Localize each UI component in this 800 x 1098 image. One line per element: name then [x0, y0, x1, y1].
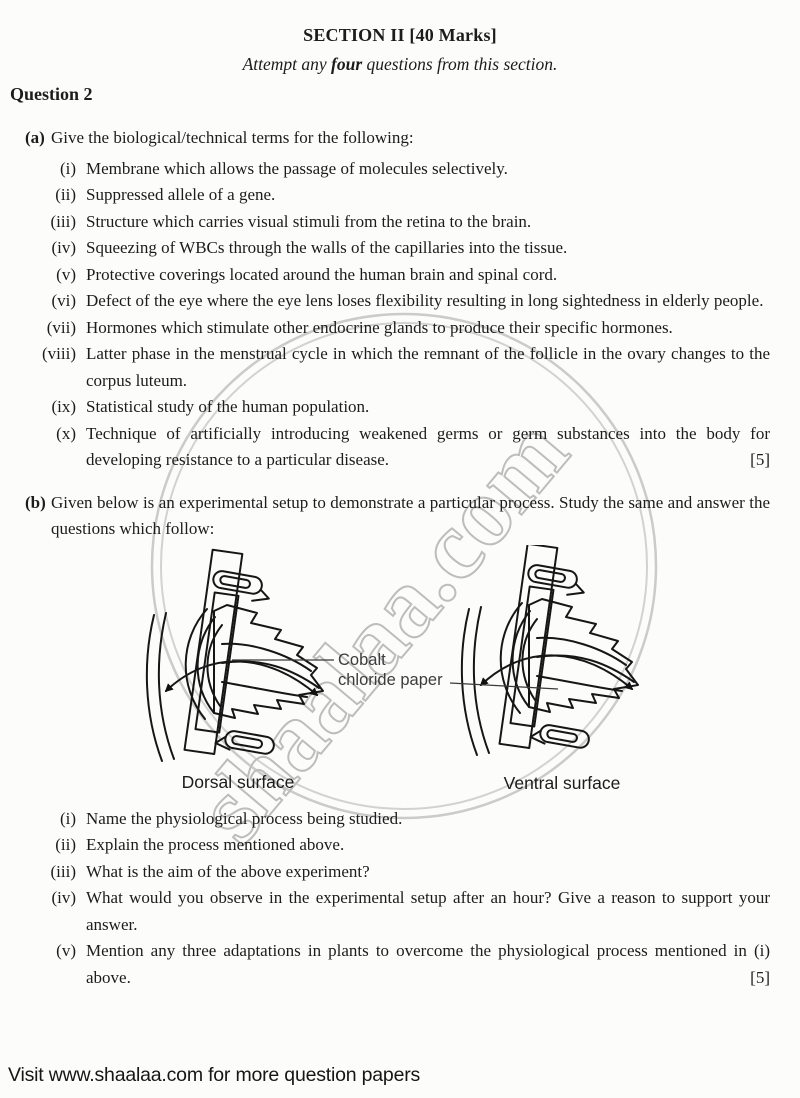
marks-badge: [5] [750, 450, 770, 469]
item-number: (iii) [50, 861, 77, 881]
item-text: Name the physiological process being stu… [86, 808, 403, 828]
question-item: (iv) What would you observe in the exper… [25, 885, 770, 938]
question-list-a: (i) Membrane which allows the passage of… [25, 156, 770, 474]
item-number: (iv) [51, 888, 76, 907]
question-item: (i) Membrane which allows the passage of… [25, 156, 770, 183]
item-text: What would you observe in the experiment… [86, 888, 770, 934]
instruction-suffix: questions from this section. [362, 54, 558, 74]
item-text: Latter phase in the menstrual cycle in w… [86, 344, 770, 390]
item-text: Statistical study of the human populatio… [86, 397, 370, 416]
question-item: (ii) Suppressed allele of a gene. [25, 182, 770, 209]
item-text: Explain the process mentioned above. [86, 835, 345, 854]
item-number: (i) [59, 158, 76, 178]
caption-ventral: Ventral surface [504, 773, 621, 793]
section-instruction: Attempt any four questions from this sec… [0, 53, 800, 75]
item-number: (ix) [51, 397, 76, 416]
item-text-body: Technique of artificially introducing we… [86, 423, 770, 470]
setup-right [462, 545, 638, 755]
item-number: (ii) [55, 835, 76, 854]
experiment-diagram: Cobalt chloride paper Dorsal surface Ven… [110, 545, 680, 797]
item-number: (i) [59, 808, 76, 828]
item-text: Defect of the eye where the eye lens los… [86, 291, 764, 310]
question-item: (v) Mention any three adaptations in pla… [25, 938, 770, 991]
footer-note: Visit www.shaalaa.com for more question … [8, 1064, 421, 1086]
part-b-intro: Given below is an experimental setup to … [51, 492, 770, 539]
question-title: Question 2 [10, 84, 93, 104]
question-item: (vi) Defect of the eye where the eye len… [25, 288, 770, 315]
item-text: Protective coverings located around the … [86, 264, 558, 284]
question-list-b: (i) Name the physiological process being… [25, 806, 771, 992]
question-item: (x) Technique of artificially introducin… [25, 421, 770, 474]
question-item: (ii) Explain the process mentioned above… [25, 832, 770, 859]
item-text: Squeezing of WBCs through the walls of t… [86, 238, 568, 257]
item-number: (iv) [51, 238, 76, 257]
question-item: (vii) Hormones which stimulate other end… [25, 315, 770, 342]
cobalt-label-line2: chloride paper [338, 671, 443, 689]
section-title: SECTION II [40 Marks] [303, 25, 497, 45]
item-text: Mention any three adaptations in plants … [86, 938, 770, 991]
item-number: (v) [56, 941, 76, 960]
question-item: (i) Name the physiological process being… [25, 806, 770, 833]
question-item: (iii) Structure which carries visual sti… [25, 209, 770, 236]
item-number: (viii) [42, 344, 76, 363]
item-text: Hormones which stimulate other endocrine… [86, 317, 673, 337]
item-text: Structure which carries visual stimuli f… [86, 211, 532, 231]
question-item: (v) Protective coverings located around … [25, 262, 770, 289]
item-number: (ii) [55, 185, 76, 204]
diagram-svg: Cobalt chloride paper Dorsal surface Ven… [110, 545, 680, 793]
part-a-intro: Give the biological/technical terms for … [51, 128, 414, 147]
part-a-label: (a) [25, 128, 45, 147]
question-item: (iii) What is the aim of the above exper… [25, 859, 770, 886]
instruction-prefix: Attempt any [242, 54, 332, 74]
item-number: (vii) [46, 317, 76, 337]
part-b-row: (b) Given below is an experimental setup… [25, 490, 770, 543]
item-number: (iii) [50, 211, 77, 231]
part-a-row: (a) Give the biological/technical terms … [25, 125, 770, 152]
cobalt-label-line1: Cobalt [338, 651, 386, 669]
item-text: Membrane which allows the passage of mol… [86, 158, 508, 178]
setup-left [147, 549, 323, 760]
question-item: (iv) Squeezing of WBCs through the walls… [25, 235, 770, 262]
item-number: (x) [56, 423, 76, 443]
item-text: What is the aim of the above experiment? [86, 861, 370, 881]
part-b-label: (b) [25, 492, 46, 512]
instruction-emphasis: four [331, 54, 363, 74]
marks-badge: [5] [750, 967, 770, 987]
item-text-body: Mention any three adaptations in plants … [86, 941, 770, 987]
item-text: Suppressed allele of a gene. [86, 185, 276, 204]
caption-dorsal: Dorsal surface [182, 772, 295, 792]
item-number: (vi) [51, 291, 76, 310]
question-item: (ix) Statistical study of the human popu… [25, 394, 770, 421]
question-item: (viii) Latter phase in the menstrual cyc… [25, 341, 770, 394]
item-text: Technique of artificially introducing we… [86, 421, 770, 474]
item-number: (v) [56, 264, 76, 284]
